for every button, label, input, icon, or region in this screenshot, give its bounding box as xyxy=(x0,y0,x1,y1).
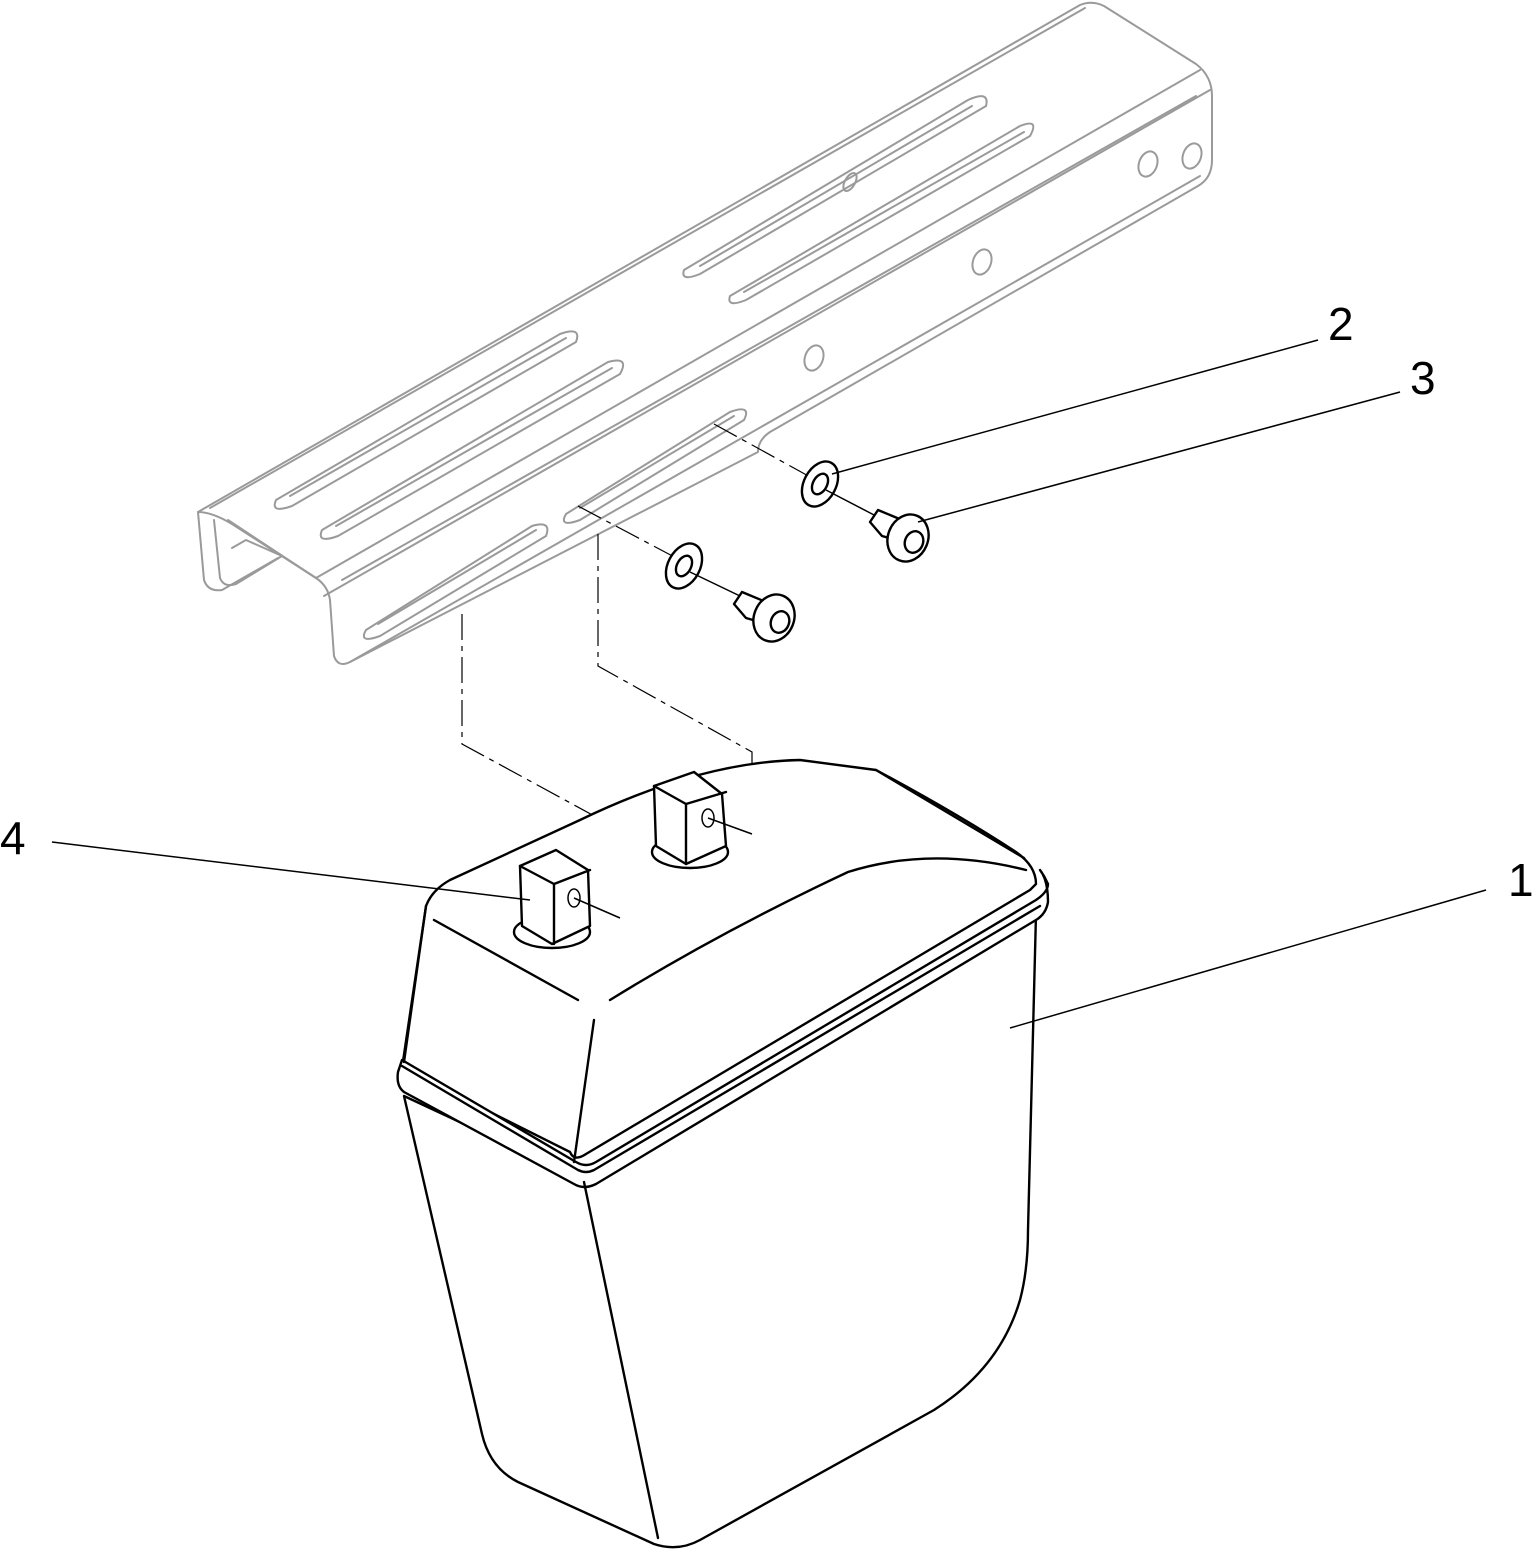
callout-label-3: 3 xyxy=(1410,352,1436,404)
callout-label-4: 4 xyxy=(0,812,26,864)
screw-left xyxy=(732,590,796,643)
callout-label-1: 1 xyxy=(1508,854,1533,906)
leader-line-3 xyxy=(917,391,1401,523)
screw-right xyxy=(868,508,930,563)
screw-axis-left xyxy=(689,571,741,597)
callout-leaders xyxy=(51,339,1487,1029)
leader-line-1 xyxy=(1009,889,1487,1029)
tank xyxy=(396,758,1050,1549)
leader-line-2 xyxy=(831,339,1319,475)
screw-axis-right xyxy=(825,489,877,517)
mounting-stud-front xyxy=(512,848,621,950)
callout-label-2: 2 xyxy=(1328,298,1354,350)
mounting-stud-rear xyxy=(650,770,753,870)
leader-line-4 xyxy=(51,841,531,901)
washer-right xyxy=(800,460,840,508)
washer-left xyxy=(664,542,704,590)
mounting-bracket xyxy=(197,1,1213,665)
